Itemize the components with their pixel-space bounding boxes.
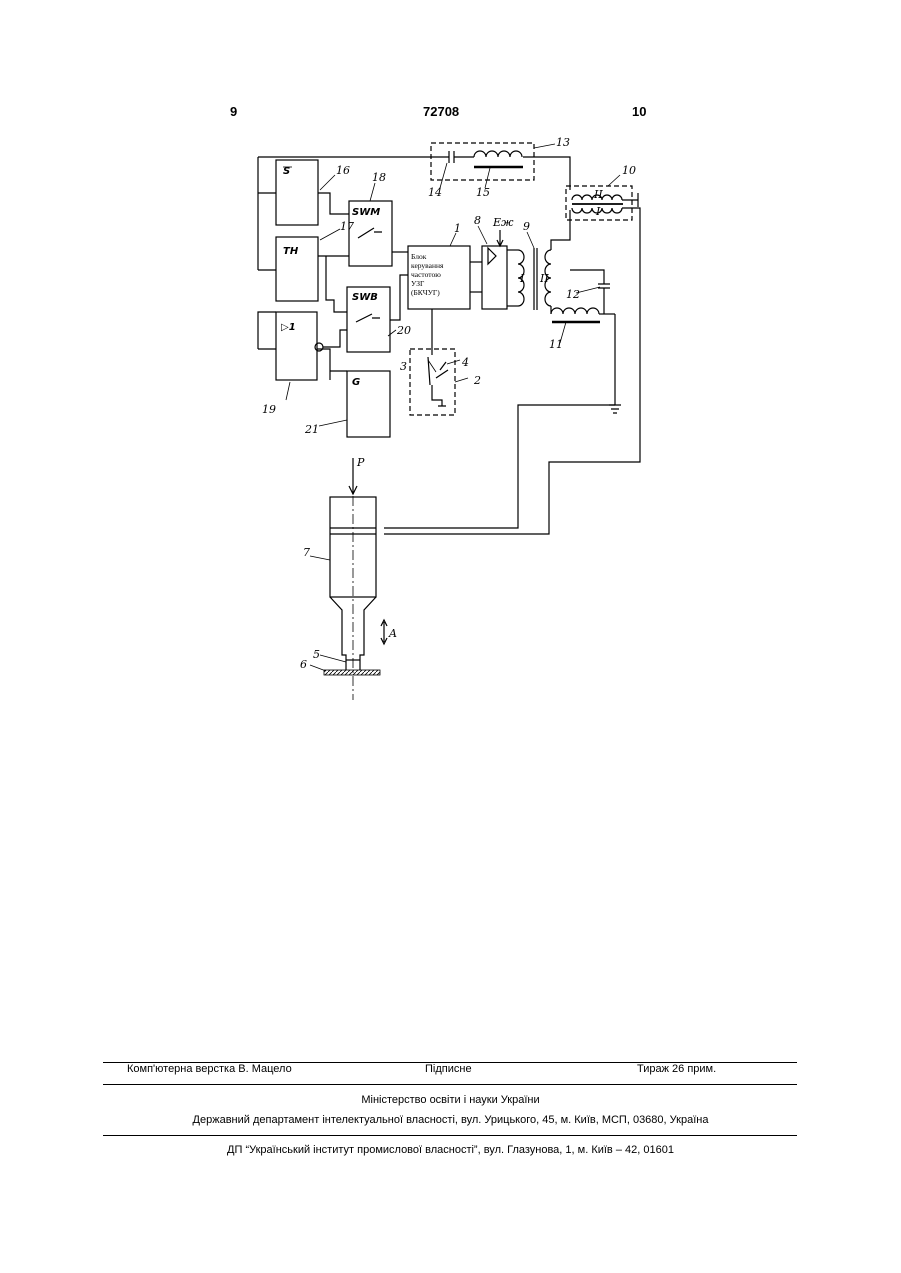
footer-rule-bottom <box>103 1135 797 1136</box>
dashed-group-2 <box>410 349 455 415</box>
block-18-label: SWM <box>352 207 380 218</box>
winding-I-label: I <box>519 272 525 285</box>
callout-13: 13 <box>556 136 570 149</box>
callout-1: 1 <box>454 222 461 235</box>
block-1-label-line-3: частотою <box>411 270 441 279</box>
footer-department: Державний департамент інтелектуальної вл… <box>0 1114 901 1126</box>
winding-small-I-label: I <box>595 205 601 218</box>
callout-17: 17 <box>340 220 354 233</box>
footer-ministry: Міністерство освіти і науки України <box>0 1094 901 1106</box>
footer-circulation: Тираж 26 прим. <box>637 1063 716 1075</box>
block-1-label-line-5: (БКЧУГ) <box>411 288 440 297</box>
supply-symbol: Eж <box>492 216 514 229</box>
force-symbol: P <box>356 456 365 469</box>
callout-18: 18 <box>372 171 386 184</box>
callout-19: 19 <box>262 403 276 416</box>
callout-4: 4 <box>461 356 469 369</box>
block-8-amplifier <box>482 246 507 309</box>
callout-6: 6 <box>300 658 307 671</box>
callout-3: 3 <box>400 360 407 373</box>
winding-small-II-label: II <box>593 188 603 201</box>
block-21-label: G <box>352 377 360 388</box>
callout-21: 21 <box>304 423 319 436</box>
callout-20: 20 <box>396 324 411 337</box>
callout-12: 12 <box>566 288 580 301</box>
footer-typesetting: Комп'ютерна верстка В. Мацело <box>127 1063 292 1075</box>
dashed-group-13 <box>431 143 534 180</box>
callout-15: 15 <box>476 186 490 199</box>
callout-11: 11 <box>549 338 563 351</box>
block-1-label-line-4: УЗГ <box>411 279 425 288</box>
block-1-label-line-1: Блок <box>411 252 427 261</box>
callout-2: 2 <box>473 374 481 387</box>
footer-signed: Підписне <box>425 1063 472 1075</box>
footer-institute: ДП “Український інститут промислової вла… <box>0 1144 901 1156</box>
footer-rule-middle <box>103 1084 797 1085</box>
callout-8: 8 <box>474 214 481 227</box>
block-1-label-line-2: керування <box>411 261 444 270</box>
callout-16: 16 <box>336 164 350 177</box>
callout-9: 9 <box>523 220 530 233</box>
block-17-label: TH <box>283 246 299 257</box>
amplitude-symbol: A <box>388 627 397 640</box>
block-19-label: ▷1 <box>281 322 296 333</box>
callout-7: 7 <box>303 546 310 559</box>
winding-II-label: II <box>539 272 549 285</box>
callout-10: 10 <box>622 164 636 177</box>
workpiece-6 <box>324 670 380 675</box>
block-16-label: S <box>283 166 290 177</box>
callout-14: 14 <box>428 186 442 199</box>
circuit-diagram: S TH SWM SWB ▷1 G Блок керування частото… <box>0 0 901 720</box>
callout-5: 5 <box>313 648 320 661</box>
block-20-label: SWB <box>352 292 378 303</box>
